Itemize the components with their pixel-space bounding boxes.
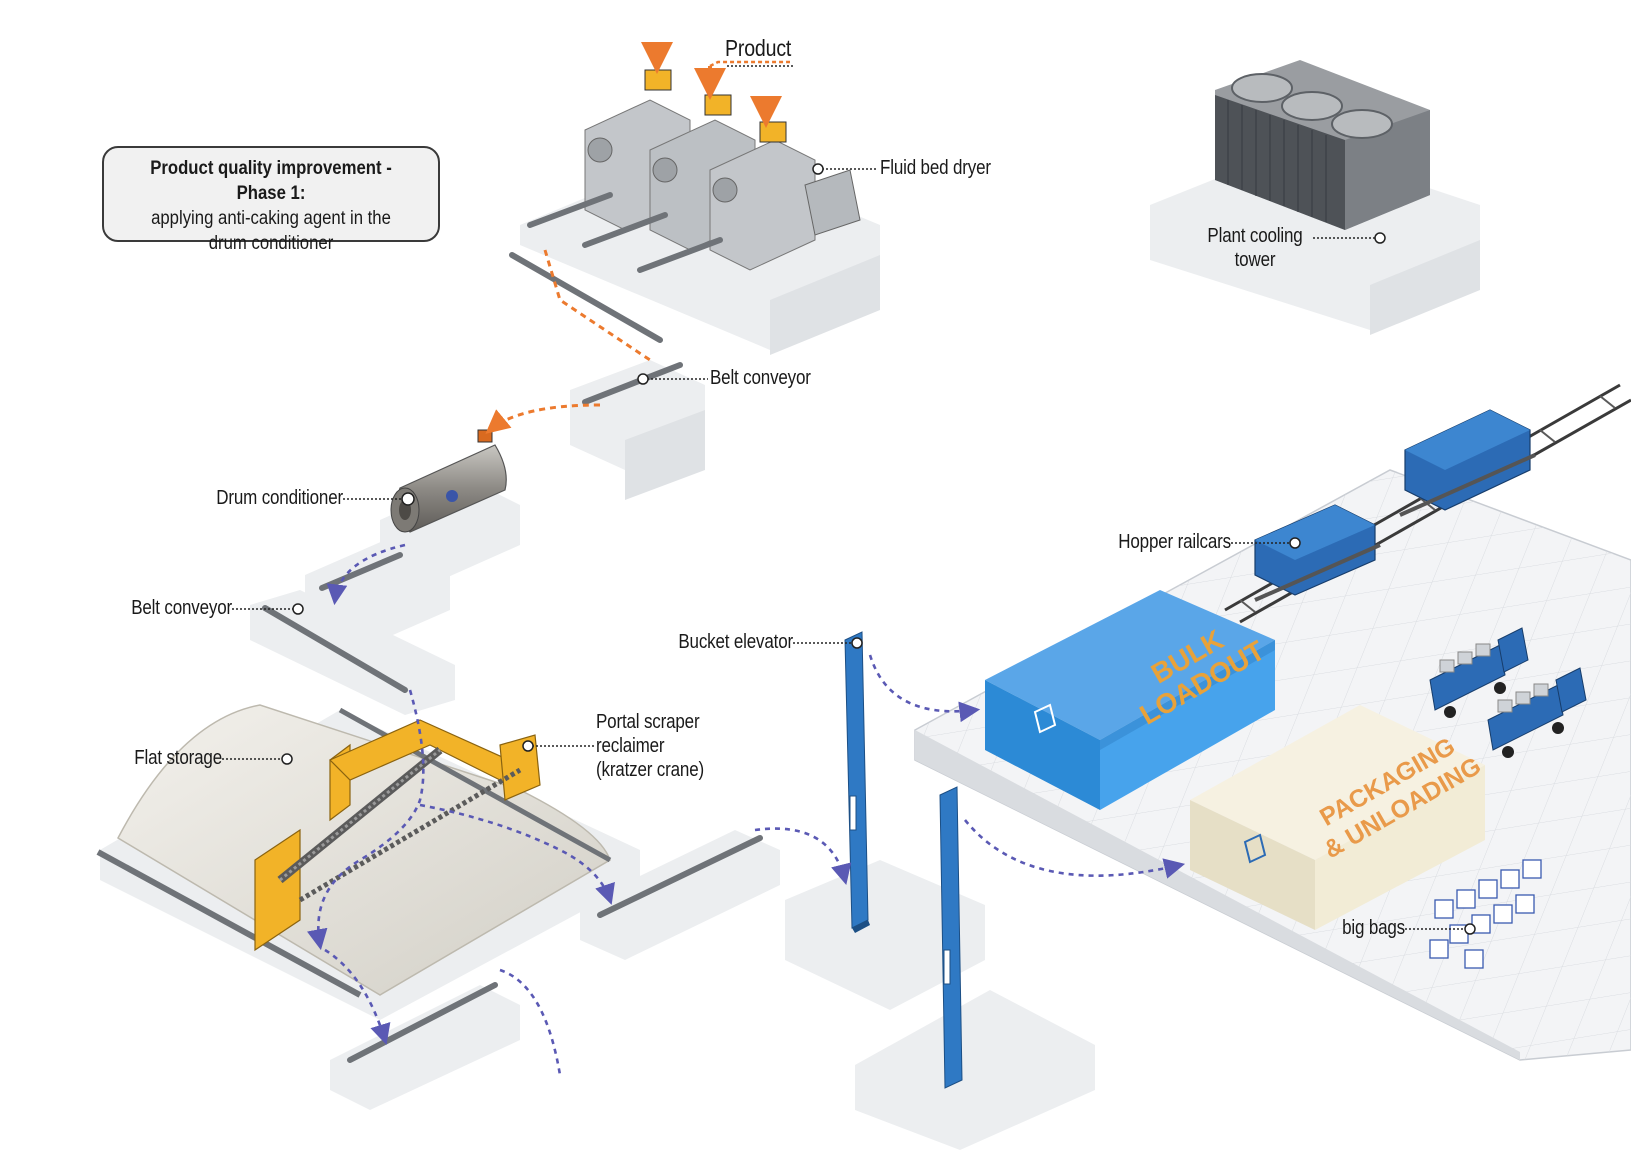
label-cooling-tower-1: Plant cooling bbox=[1207, 225, 1303, 247]
phase-line-2: drum conditioner bbox=[208, 233, 334, 254]
label-product: Product bbox=[725, 35, 792, 61]
label-cooling-tower-2: tower bbox=[1234, 249, 1276, 271]
label-flat-storage: Flat storage bbox=[134, 747, 222, 769]
label-bucket-elevator: Bucket elevator bbox=[678, 631, 793, 653]
label-fluid-bed-dryer: Fluid bed dryer bbox=[880, 157, 991, 179]
label-portal-1: Portal scraper bbox=[596, 711, 700, 733]
label-big-bags: big bags bbox=[1342, 917, 1405, 939]
belt-conveyor-middle-unit bbox=[580, 830, 780, 960]
label-drum-conditioner: Drum conditioner bbox=[216, 487, 343, 509]
company-logo-icon bbox=[1243, 833, 1267, 864]
label-belt-conveyor-top: Belt conveyor bbox=[710, 367, 811, 389]
phase-title: Product quality improvement - Phase 1: bbox=[150, 158, 392, 204]
label-portal-scraper: Portal scraper reclaimer (kratzer crane) bbox=[596, 710, 732, 782]
flow-lines-orange bbox=[485, 249, 651, 434]
label-portal-3: (kratzer crane) bbox=[596, 759, 704, 781]
bucket-elevator-2 bbox=[855, 786, 1095, 1150]
company-logo-icon bbox=[1033, 703, 1057, 734]
flow-lines-blue bbox=[306, 543, 1186, 1076]
packaging-building bbox=[1190, 705, 1485, 930]
label-portal-2: reclaimer bbox=[596, 735, 665, 757]
big-bags-stack bbox=[1429, 859, 1542, 969]
label-hopper-railcars: Hopper railcars bbox=[1118, 531, 1231, 553]
belt-conveyor-top-unit bbox=[570, 360, 705, 500]
label-belt-conveyor-left: Belt conveyor bbox=[131, 597, 232, 619]
dryer-platform bbox=[509, 69, 880, 355]
truck-1 bbox=[1429, 627, 1529, 718]
belt-conveyor-bottom-unit bbox=[330, 982, 520, 1110]
target-ring-icon bbox=[281, 163, 1476, 935]
truck-2 bbox=[1487, 667, 1587, 758]
bulk-loadout-building bbox=[985, 590, 1275, 810]
cooling-tower bbox=[1150, 60, 1480, 335]
label-cooling-tower: Plant cooling tower bbox=[1204, 224, 1306, 272]
hopper-railcars-unit bbox=[1254, 409, 1536, 602]
product-feed-arrows bbox=[641, 42, 790, 128]
belt-conveyor-left-unit bbox=[250, 540, 455, 715]
fluid-bed-dryer-units bbox=[584, 69, 861, 271]
phase-line-1: applying anti-caking agent in the bbox=[151, 208, 391, 229]
bucket-elevator-1 bbox=[785, 631, 985, 1010]
flat-storage-unit bbox=[96, 704, 640, 1020]
callout-leaders bbox=[222, 65, 1470, 930]
phase-info-box: Product quality improvement - Phase 1: a… bbox=[102, 146, 440, 254]
